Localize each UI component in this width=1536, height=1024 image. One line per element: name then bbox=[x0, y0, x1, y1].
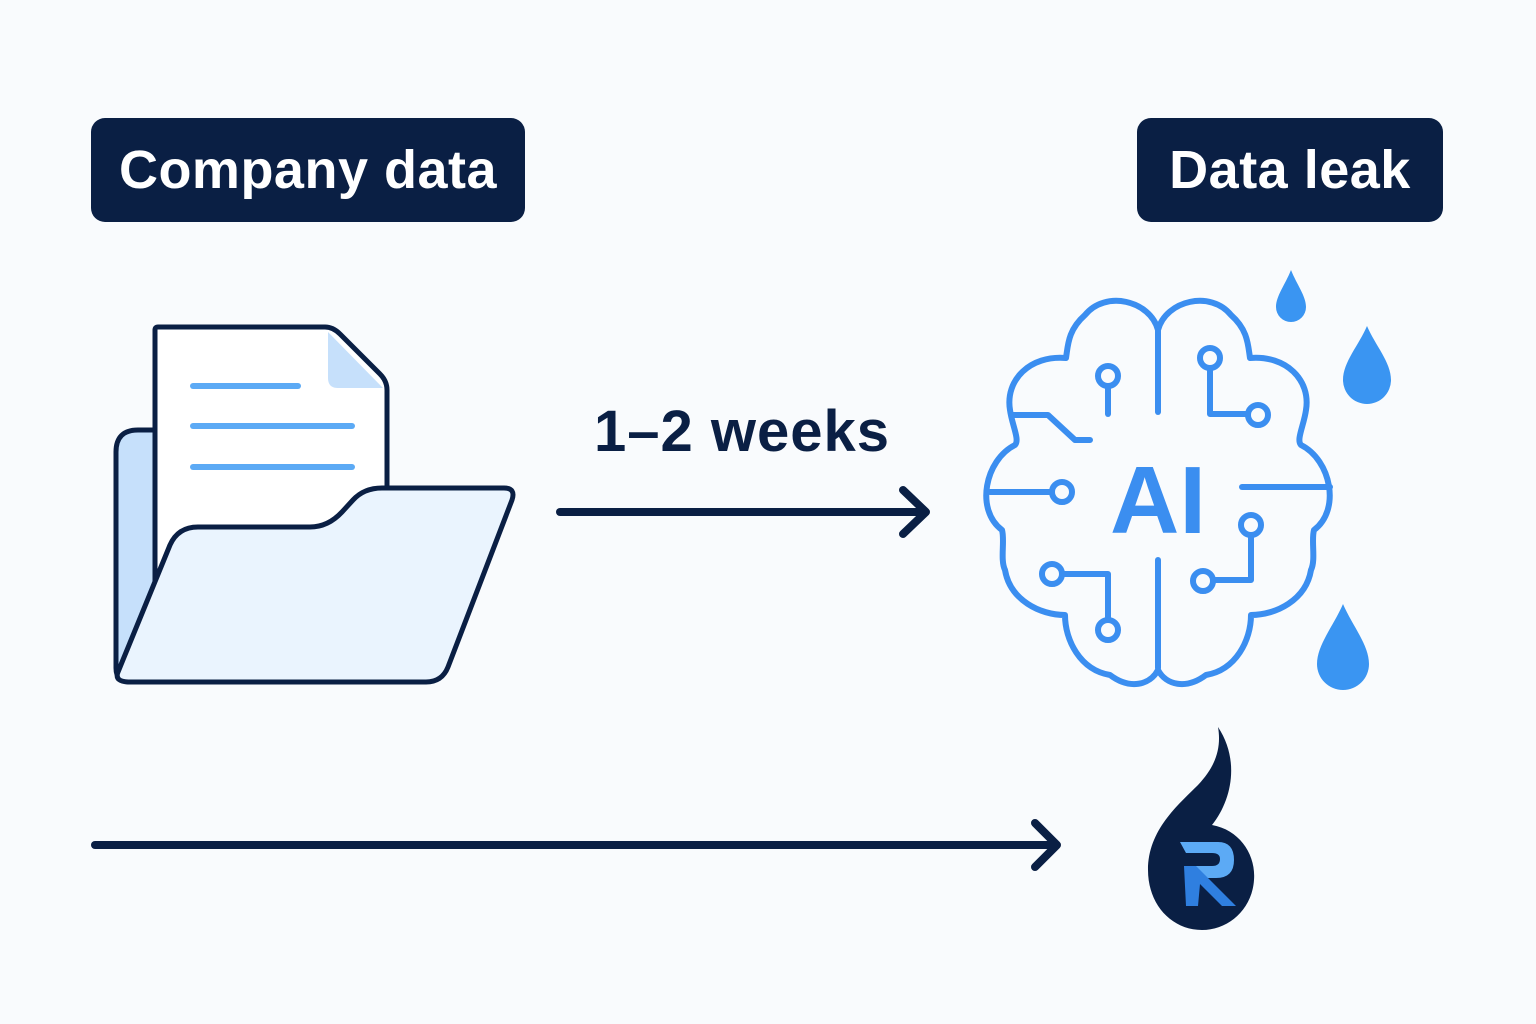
data-leak-label: Data leak bbox=[1137, 118, 1443, 222]
logo-r-top bbox=[1180, 842, 1234, 878]
folder-with-document-icon bbox=[113, 324, 516, 685]
logo-drop-shape bbox=[1148, 727, 1255, 930]
folder-front-panel bbox=[114, 485, 516, 685]
ai-text: AI bbox=[1110, 447, 1206, 554]
r-drop-logo-icon bbox=[1148, 727, 1255, 930]
data-leak-text: Data leak bbox=[1169, 140, 1411, 200]
top-arrow-icon bbox=[556, 486, 930, 538]
ai-brain-circuit-icon bbox=[983, 297, 1333, 687]
document-corner-fold bbox=[328, 332, 383, 388]
drop-small bbox=[1276, 270, 1306, 322]
bottom-arrow-icon bbox=[91, 819, 1061, 871]
water-drops-icon bbox=[1276, 270, 1391, 690]
company-data-text: Company data bbox=[118, 140, 498, 200]
duration-label: 1–2 weeks bbox=[594, 399, 891, 464]
drop-large bbox=[1317, 604, 1369, 690]
drop-medium bbox=[1343, 326, 1391, 404]
company-data-label: Company data bbox=[91, 118, 525, 222]
logo-r-leg bbox=[1184, 866, 1236, 906]
